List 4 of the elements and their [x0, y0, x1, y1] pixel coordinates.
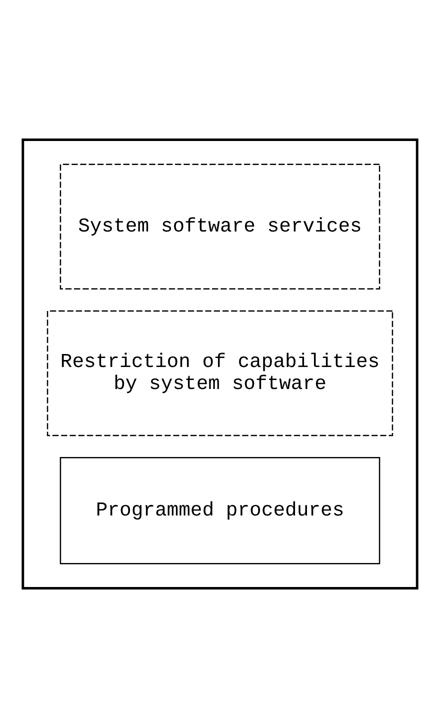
node-box: Restriction of capabilities by system software	[46, 310, 394, 436]
node-box: System software services	[60, 163, 380, 289]
cluster	[22, 138, 418, 589]
node-box: Programmed procedures	[60, 456, 380, 564]
